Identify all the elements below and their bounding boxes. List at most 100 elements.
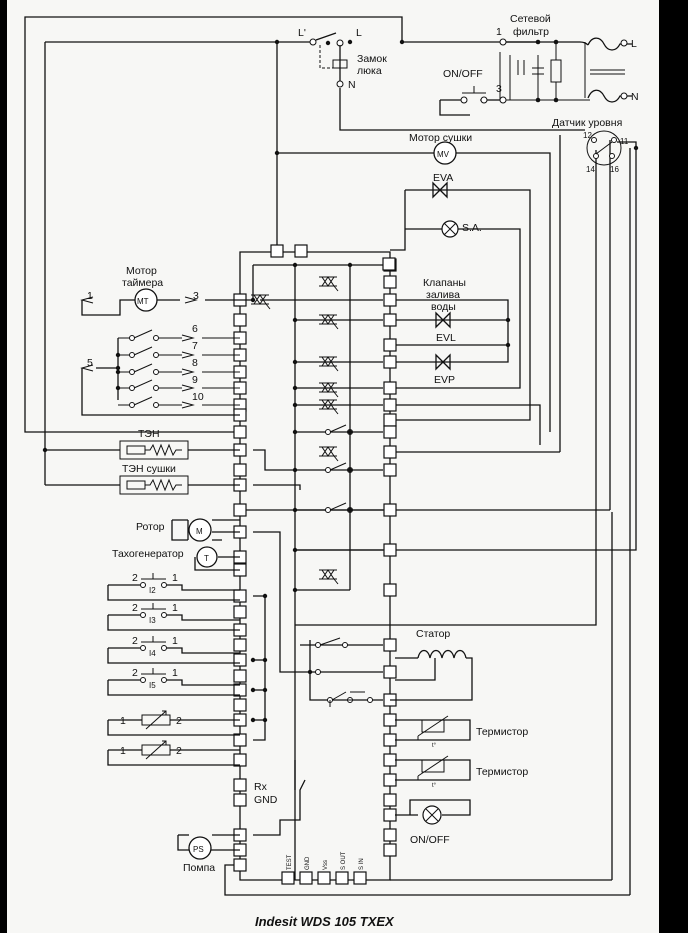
timer-switch-5-blade — [133, 396, 153, 406]
thermistor-2-label: Термистор — [476, 766, 528, 778]
safety-lamp — [441, 220, 459, 238]
dryer-heater — [119, 475, 240, 495]
right-pin-2 — [383, 275, 397, 289]
timer-switch-5-contact — [153, 402, 159, 408]
potentiometer-2-body — [141, 744, 171, 756]
junction-dot-15 — [347, 507, 353, 513]
thermistor-1-slope — [417, 715, 449, 740]
valve-evl — [435, 311, 451, 329]
program-button-i4-actuator — [141, 636, 166, 643]
triac-group — [251, 276, 339, 585]
rotor-label: Ротор — [136, 521, 165, 533]
potentiometer-2-wire — [107, 749, 240, 766]
program-button-i2-actuator — [141, 573, 166, 580]
junction-dot-13 — [347, 429, 353, 435]
timer-contact-10: 10 — [192, 391, 204, 403]
tacho-label: Тахогенератор — [112, 548, 184, 560]
right-pin-11 — [383, 445, 397, 459]
thermistor-2-wire — [395, 759, 471, 781]
left-pin-27 — [233, 753, 247, 767]
triac-5-bars — [319, 382, 339, 398]
thermistor-1: t° — [395, 715, 471, 749]
valve-eva — [432, 181, 448, 199]
dryer-motor — [274, 141, 457, 165]
top-connector — [270, 244, 396, 271]
timer-switch-4-contact — [153, 385, 159, 391]
left-pin-28 — [233, 778, 247, 792]
onoff-lamp — [395, 799, 471, 825]
stator-label: Статор — [416, 628, 450, 640]
mains-onoff-switch — [440, 86, 500, 104]
left-pin-26 — [233, 733, 247, 747]
level-sensor — [586, 130, 639, 166]
triac-7-bars — [319, 446, 339, 462]
door-lock-l-prime: L' — [298, 27, 306, 39]
level-pin-12: 12 — [583, 131, 592, 140]
program-button-i4-wire — [107, 647, 240, 664]
potentiometer-1-pin-a: 1 — [120, 715, 126, 727]
right-pin-7 — [383, 381, 397, 395]
timer-switch-4-blade — [133, 379, 153, 389]
left-pin-20 — [233, 638, 247, 652]
junction-dot-24 — [42, 447, 48, 453]
level-sensor-label: Датчик уровня — [552, 117, 622, 129]
labels: Сетевой фильтр 1 3 L N ON/OFF L' L Замок… — [87, 13, 639, 929]
potentiometer-1-arrow — [145, 710, 167, 730]
junction-dot-16 — [307, 669, 313, 675]
program-button-i3-contact-a — [140, 612, 146, 618]
filter-out-n: N — [631, 91, 639, 103]
timer-contacts — [80, 329, 240, 416]
left-pin-18 — [233, 605, 247, 619]
door-lock-label-1: Замок — [357, 53, 387, 65]
right-pin-25 — [383, 828, 397, 842]
valve-eva-label: EVA — [433, 172, 453, 184]
timer-motor — [80, 288, 240, 316]
junction-dot-22 — [262, 687, 268, 693]
junction-dot-17 — [250, 657, 256, 663]
program-button-i4-label: I4 — [149, 649, 156, 658]
left-pin-9 — [233, 425, 247, 439]
door-lock-label-2: люка — [357, 65, 382, 77]
triac-1 — [251, 294, 271, 310]
right-pin-26 — [383, 843, 397, 857]
program-button-i5-contact-a — [140, 677, 146, 683]
timer-motor-symbol: MT — [137, 297, 149, 306]
program-button-i3-pin-b: 1 — [172, 602, 178, 614]
potentiometer-1-body — [141, 714, 171, 726]
safety-lamp-label: S.A. — [462, 222, 482, 234]
level-pin-16: 16 — [610, 165, 619, 174]
program-button-i4-pin-a: 2 — [132, 635, 138, 647]
right-pin-9 — [383, 413, 397, 427]
timer-switch-4-pivot — [129, 385, 135, 391]
triac-8-bars — [319, 569, 339, 585]
triac-4-bars — [319, 356, 339, 372]
triac-5 — [319, 382, 339, 398]
left-pin-23 — [233, 683, 247, 697]
tachogenerator — [194, 546, 240, 571]
rx-label: Rx — [254, 781, 268, 793]
timer-switch-1-arrow — [181, 334, 195, 342]
filter-pin-3: 3 — [496, 83, 502, 95]
right-pin-16 — [383, 638, 397, 652]
level-pin-14: 14 — [586, 165, 595, 174]
filter-label-2: фильтр — [513, 26, 549, 38]
heater-label: ТЭН — [138, 428, 160, 440]
level-pin-11: 11 — [620, 137, 629, 146]
triac-3 — [319, 314, 339, 330]
timer-contact-9: 9 — [192, 374, 198, 386]
right-pin-20 — [383, 733, 397, 747]
junction-dot-21 — [262, 657, 268, 663]
program-button-i2-label: I2 — [149, 586, 156, 595]
triac-8 — [319, 569, 339, 585]
program-button-i3-contact-b — [161, 612, 167, 618]
potentiometer-1-pin-b: 2 — [176, 715, 182, 727]
stator — [390, 649, 473, 701]
door-lock — [274, 32, 405, 88]
